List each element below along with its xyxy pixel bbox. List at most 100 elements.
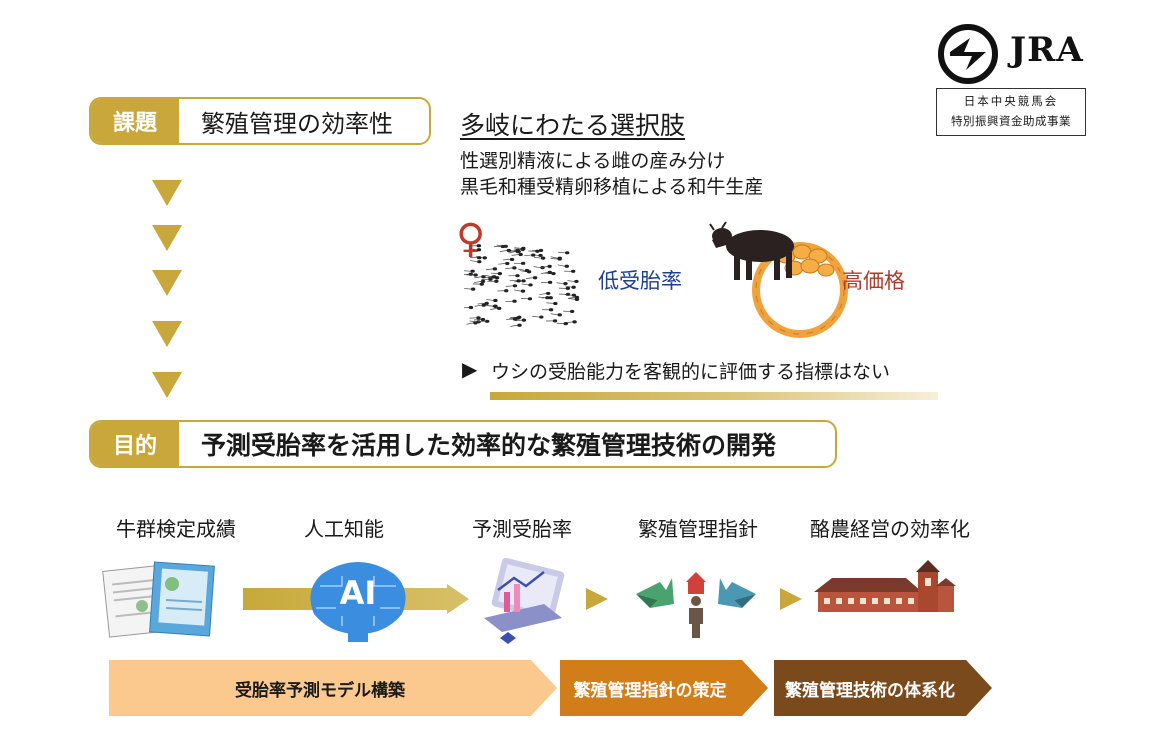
sperm-tail xyxy=(466,322,474,325)
sperm-head xyxy=(547,280,553,284)
sperm-tail xyxy=(510,324,518,327)
sperm-head xyxy=(563,281,568,286)
sperm-head xyxy=(515,248,520,252)
sexed-sperm-illustration: ♀ xyxy=(452,216,592,332)
dairy-barn-icon xyxy=(814,560,956,612)
no-index-note: ウシの受胎能力を客観的に評価する指標はない xyxy=(491,361,891,383)
issue-tag: 課題 xyxy=(91,99,179,143)
sperm-head xyxy=(488,277,493,281)
step-label-herd-records: 牛群検定成績 xyxy=(116,517,236,541)
sperm-tail xyxy=(477,303,485,305)
sperm-tail xyxy=(517,268,526,271)
sperm-tail xyxy=(567,280,575,282)
sperm-head xyxy=(571,285,576,289)
sperm-head xyxy=(569,309,575,314)
sperm-tail xyxy=(540,266,548,269)
sperm-head xyxy=(497,272,503,276)
issue-text: 繁殖管理の効率性 xyxy=(201,109,393,138)
sperm-head xyxy=(476,316,481,320)
sperm-tail xyxy=(513,289,522,292)
sperm-head xyxy=(538,253,543,258)
sperm-head xyxy=(553,301,558,306)
sperm-head xyxy=(548,308,554,312)
jra-logo: JRA 日本中央競馬会 特別振興資金助成事業 xyxy=(936,22,1096,140)
sperm-head xyxy=(520,261,526,265)
sperm-tail xyxy=(567,297,576,300)
sperm-head xyxy=(492,267,498,271)
wagyu-embryo-illustration xyxy=(709,221,848,338)
sperm-head xyxy=(520,247,525,251)
sperm-head xyxy=(565,292,571,296)
phase-arrow-shape xyxy=(560,660,768,716)
sperm-tail xyxy=(532,315,540,318)
documents-icon xyxy=(102,561,215,638)
sperm-tail xyxy=(505,285,513,287)
sperm-tail xyxy=(550,313,558,316)
sperm-head xyxy=(505,261,510,266)
sperm-head xyxy=(564,264,569,268)
sperm-tail xyxy=(508,251,516,254)
down-arrow-icon xyxy=(152,321,182,347)
sperm-head xyxy=(572,320,577,324)
flow-arrow-icon xyxy=(780,588,802,610)
sperm-tail xyxy=(509,279,517,282)
sperm-tail xyxy=(485,275,493,278)
sperm-head xyxy=(557,257,562,261)
sperm-tail xyxy=(540,272,548,275)
sperm-head xyxy=(520,289,526,293)
sperm-tail xyxy=(514,247,522,249)
purpose-text: 予測受胎率を活用した効率的な繁殖管理技術の開発 xyxy=(201,431,777,460)
sperm-cells-icon xyxy=(464,244,580,327)
down-arrow-icon xyxy=(152,225,182,251)
sperm-head xyxy=(540,256,546,260)
sperm-head xyxy=(557,313,562,317)
sperm-head xyxy=(515,274,520,278)
phase-technology-systematization: 繁殖管理技術の体系化 xyxy=(785,680,955,701)
sperm-head xyxy=(574,279,579,284)
sperm-tail xyxy=(556,282,564,284)
sperm-head xyxy=(545,296,550,300)
sperm-head xyxy=(571,293,577,297)
sperm-head xyxy=(480,317,486,322)
sperm-head xyxy=(535,249,540,253)
purpose-tag: 目的 xyxy=(91,422,179,466)
sperm-tail xyxy=(473,280,482,284)
step-label-ai: 人工知能 xyxy=(304,517,384,541)
sperm-tail xyxy=(474,276,482,279)
sperm-head xyxy=(512,317,518,321)
sperm-head xyxy=(531,253,536,257)
sperm-head xyxy=(468,272,473,276)
sperm-head xyxy=(547,264,552,269)
sperm-head xyxy=(551,271,556,276)
sperm-head xyxy=(491,275,497,279)
down-arrow-icon xyxy=(152,270,182,296)
guideline-person-icon xyxy=(636,572,756,638)
sperm-tail xyxy=(521,283,529,286)
jra-org-box: 日本中央競馬会 特別振興資金助成事業 xyxy=(936,88,1086,136)
high-price-label: 高価格 xyxy=(842,269,905,293)
sperm-head xyxy=(470,287,476,291)
female-symbol-icon: ♀ xyxy=(456,216,486,262)
sperm-tail xyxy=(533,266,541,268)
sperm-tail xyxy=(486,305,494,307)
sperm-tail xyxy=(514,319,522,322)
sperm-head xyxy=(476,244,482,248)
sperm-head xyxy=(504,289,509,293)
sperm-head xyxy=(496,306,502,310)
sperm-head xyxy=(552,319,558,323)
sperm-tail xyxy=(511,254,519,256)
sperm-tail xyxy=(464,288,472,290)
sperm-head xyxy=(521,318,527,322)
sperm-head xyxy=(527,297,533,301)
sperm-head xyxy=(545,291,551,296)
phase-arrow-shape xyxy=(109,660,557,716)
sperm-tail xyxy=(469,320,477,323)
option-embryo-transfer: 黒毛和種受精卵移植による和牛生産 xyxy=(460,176,764,198)
ai-icon-text: AI xyxy=(339,574,377,612)
sperm-head xyxy=(493,298,498,303)
sperm-head xyxy=(524,268,530,273)
sperm-head xyxy=(512,299,517,303)
jra-org-line2: 特別振興資金助成事業 xyxy=(951,114,1071,128)
sperm-head xyxy=(494,279,499,283)
sperm-tail xyxy=(505,267,513,270)
